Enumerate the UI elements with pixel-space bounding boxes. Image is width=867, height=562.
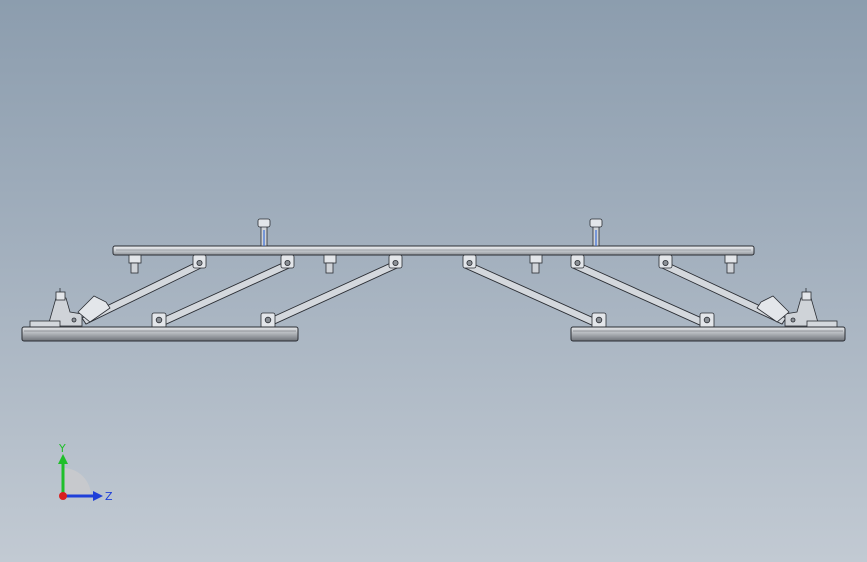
upper-hinges (192, 254, 673, 269)
hinge[interactable] (280, 254, 295, 269)
right-end-bracket[interactable] (756, 288, 838, 328)
strut[interactable] (464, 261, 599, 327)
hinge[interactable] (570, 254, 585, 269)
base-rail-right[interactable] (570, 326, 846, 342)
y-axis-arrow (58, 454, 68, 464)
rail-clamp[interactable] (128, 254, 142, 274)
top-post-left[interactable] (257, 218, 271, 247)
hinge[interactable] (591, 312, 607, 329)
left-end-bracket[interactable] (29, 288, 111, 328)
hinge[interactable] (658, 254, 673, 269)
lower-hinges (151, 312, 715, 329)
hinge[interactable] (462, 254, 477, 269)
y-axis-label: Y (58, 442, 66, 455)
diagonal-struts (81, 261, 787, 327)
top-rail[interactable] (112, 245, 755, 256)
hinge[interactable] (388, 254, 403, 269)
triad-plane (63, 468, 91, 496)
x-axis-dot (59, 492, 67, 500)
rail-clamp[interactable] (724, 254, 738, 274)
orientation-triad: Y Z (58, 442, 113, 503)
hinge[interactable] (192, 254, 207, 269)
hinge[interactable] (260, 312, 276, 329)
rail-clamp[interactable] (529, 254, 543, 274)
rail-clamp[interactable] (323, 254, 337, 274)
hinge[interactable] (151, 312, 167, 329)
hinge[interactable] (699, 312, 715, 329)
top-post-right[interactable] (589, 218, 603, 247)
z-axis-arrow (93, 491, 103, 501)
rail-clamps (128, 254, 738, 274)
z-axis-label: Z (105, 490, 113, 503)
base-rail-left[interactable] (21, 326, 299, 342)
